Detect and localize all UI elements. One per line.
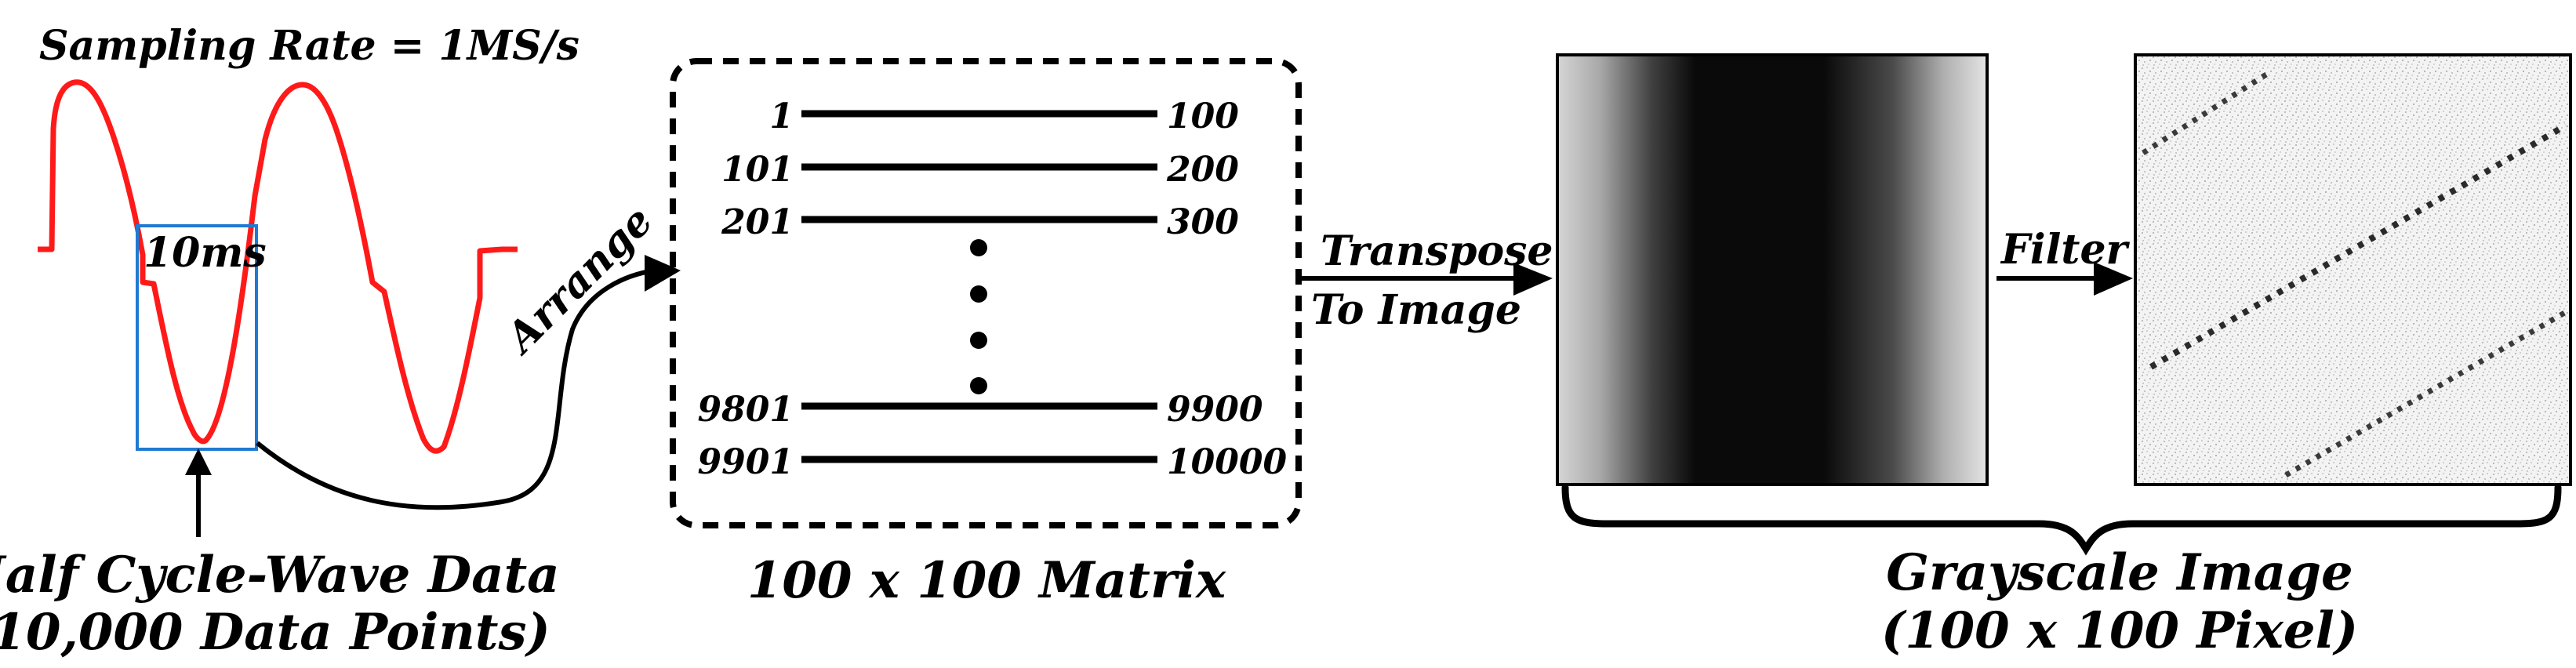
matrix-ellipsis-dot [970, 239, 987, 256]
matrix-row-end: 10000 [1167, 442, 1287, 482]
transpose-label: Transpose [1321, 227, 1553, 275]
raw-grayscale-image [1556, 53, 1989, 486]
filter-label: Filter [2000, 226, 2131, 274]
filter-arrow-head [2094, 262, 2133, 296]
transpose-arrow-head [1513, 263, 1553, 296]
arrange-curve [256, 268, 656, 510]
matrix-dashed-frame [670, 58, 1302, 528]
matrix-row: 201 300 [721, 202, 1239, 242]
matrix-row-start: 201 [721, 202, 794, 242]
matrix-ellipsis-dot [970, 377, 987, 394]
matrix-ellipsis-dot [970, 332, 987, 349]
transpose-label-second: To Image [1311, 286, 1521, 334]
arrange-label: Arrange [495, 197, 663, 365]
grayscale-title: Grayscale Image [1886, 543, 2353, 602]
matrix-ellipsis-dot [970, 285, 987, 303]
matrix-row: 9801 9900 [698, 390, 1263, 430]
half-cycle-highlight-box [136, 224, 258, 451]
matrix-row-start: 9901 [698, 442, 794, 482]
half-cycle-title: Half Cycle-Wave Data [0, 546, 560, 604]
matrix-row: 1 100 [769, 96, 1239, 136]
matrix-row-end: 9900 [1167, 390, 1263, 430]
waveform-trace [38, 79, 518, 454]
half-cycle-subtitle: (10,000 Data Points) [0, 603, 550, 662]
matrix-row-start: 101 [721, 150, 794, 190]
filtered-stripe [2149, 122, 2568, 370]
matrix-row-start: 9801 [698, 390, 794, 430]
grayscale-brace [1561, 484, 2562, 556]
matrix-row: 101 200 [721, 150, 1239, 190]
filtered-stripe [2142, 72, 2268, 155]
matrix-row-end: 300 [1167, 202, 1239, 242]
grayscale-subtitle: (100 x 100 Pixel) [1881, 601, 2358, 660]
half-cycle-pointer-head [185, 448, 212, 475]
window-duration-label: 10ms [144, 229, 267, 277]
sampling-rate-label: Sampling Rate = 1MS/s [39, 22, 580, 70]
filtered-grayscale-image [2134, 53, 2572, 486]
matrix-caption: 100 x 100 Matrix [747, 551, 1226, 610]
matrix-row: 9901 10000 [698, 442, 1288, 482]
matrix-row-end: 100 [1167, 96, 1239, 136]
matrix-row-end: 200 [1166, 150, 1239, 190]
matrix-row-start: 1 [769, 96, 794, 136]
arrange-arrow-head [645, 255, 681, 292]
